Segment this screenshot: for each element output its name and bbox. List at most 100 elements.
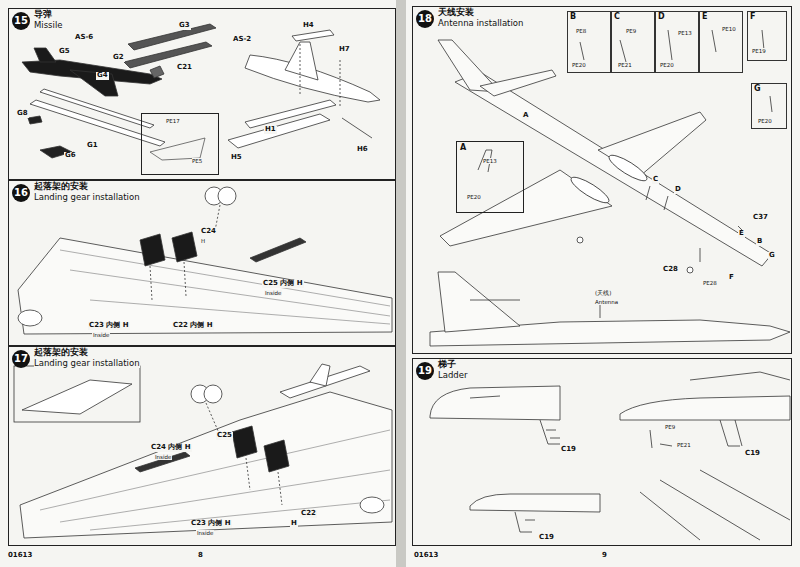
part-label: C24 bbox=[200, 228, 217, 236]
part-label: PE9 bbox=[664, 424, 676, 430]
page-footer: 01613 bbox=[414, 552, 438, 560]
ladder-drawing bbox=[515, 512, 535, 532]
part-label: C37 bbox=[752, 214, 769, 222]
part-number: PE13 bbox=[483, 158, 497, 164]
wing-drawing bbox=[14, 364, 392, 538]
missile-drawing bbox=[150, 66, 164, 78]
part-label: PE28 bbox=[702, 280, 718, 286]
part-number: PE20 bbox=[467, 194, 481, 200]
detail-letter: D bbox=[658, 13, 665, 22]
ladder-drawing bbox=[430, 372, 790, 540]
part-label: AS-6 bbox=[74, 34, 94, 42]
missile-drawing bbox=[245, 100, 336, 128]
detail-letter: A bbox=[460, 144, 466, 153]
bomber-drawing bbox=[606, 151, 650, 184]
detail-letter: E bbox=[702, 13, 707, 22]
part-label: A bbox=[522, 112, 529, 120]
wing-drawing bbox=[40, 430, 390, 530]
ladder-drawing bbox=[620, 396, 790, 420]
part-number: PE19 bbox=[752, 48, 766, 54]
part-label: G5 bbox=[58, 48, 71, 56]
bomber-drawing bbox=[440, 170, 612, 246]
page-footer: 01613 bbox=[8, 552, 32, 560]
missile-drawing bbox=[34, 48, 56, 62]
part-number: PE20 bbox=[660, 62, 674, 68]
part-label: G bbox=[768, 252, 776, 260]
part-label: D bbox=[674, 186, 682, 194]
page-footer: 9 bbox=[602, 552, 607, 560]
wing-drawing bbox=[150, 205, 220, 300]
detail-letter: C bbox=[614, 13, 620, 22]
page-footer: 8 bbox=[198, 552, 203, 560]
part-label: H bbox=[200, 238, 206, 244]
part-label: Inside bbox=[92, 332, 110, 338]
part-label: H7 bbox=[338, 46, 351, 54]
inset-box: PE17PE5 bbox=[141, 113, 219, 175]
missile-drawing bbox=[342, 118, 372, 138]
part-label: PE21 bbox=[676, 442, 692, 448]
part-label: G1 bbox=[86, 142, 99, 150]
step-title-zh: 起落架的安装 bbox=[34, 182, 88, 192]
part-label: Inside bbox=[154, 454, 172, 460]
part-label: C24 内侧 H bbox=[150, 444, 192, 452]
part-label: C bbox=[652, 176, 659, 184]
ladder-drawing bbox=[640, 470, 790, 540]
part-label: H5 bbox=[230, 154, 243, 162]
part-label: C25 内侧 H bbox=[262, 280, 304, 288]
part-label: C23 内侧 H bbox=[88, 322, 130, 330]
part-number: PE20 bbox=[572, 62, 586, 68]
part-label: G2 bbox=[112, 54, 125, 62]
detail-box: GPE20 bbox=[751, 83, 787, 129]
step-title-en: Missile bbox=[34, 21, 63, 30]
detail-box: DPE13PE20 bbox=[655, 11, 699, 73]
bomber-drawing bbox=[438, 272, 520, 332]
wing-drawing bbox=[18, 310, 42, 326]
part-label: Antenna bbox=[594, 299, 619, 305]
detail-box: EPE10 bbox=[699, 11, 743, 73]
bomber-drawing bbox=[568, 173, 612, 206]
part-label: C19 bbox=[538, 534, 555, 542]
step-number: 19 bbox=[416, 362, 434, 380]
step-title-en: Landing gear installation bbox=[34, 359, 140, 368]
part-label: C22 bbox=[300, 510, 317, 518]
part-label: B bbox=[756, 238, 763, 246]
part-label: AS-2 bbox=[232, 36, 252, 44]
step-title-en: Landing gear installation bbox=[34, 193, 140, 202]
part-label: Inside bbox=[196, 530, 214, 536]
missile-drawing bbox=[285, 42, 318, 80]
wing-drawing bbox=[60, 250, 390, 324]
missile-drawing bbox=[28, 116, 42, 124]
detail-letter: G bbox=[754, 85, 761, 94]
part-label: C21 bbox=[176, 64, 193, 72]
part-label: H4 bbox=[302, 22, 315, 30]
part-number: PE9 bbox=[626, 28, 636, 34]
bomber-drawing bbox=[580, 30, 772, 112]
wing-drawing bbox=[250, 238, 306, 262]
part-label: H bbox=[290, 520, 298, 528]
wing-drawing bbox=[140, 234, 165, 266]
part-number: PE8 bbox=[576, 28, 586, 34]
wing-drawing bbox=[18, 238, 392, 334]
wing-drawing bbox=[264, 440, 289, 472]
step-title-zh: 梯子 bbox=[438, 360, 456, 370]
wing-drawing bbox=[135, 452, 190, 472]
bomber-drawing bbox=[455, 72, 772, 266]
wing-drawing bbox=[22, 380, 132, 414]
step-number: 16 bbox=[12, 184, 30, 202]
wing-drawing bbox=[232, 426, 257, 458]
bomber-drawing bbox=[480, 70, 556, 96]
part-label: F bbox=[728, 274, 735, 282]
ladder-drawing bbox=[540, 420, 560, 444]
wing-drawing bbox=[20, 392, 392, 538]
part-label: C19 bbox=[744, 450, 761, 458]
bomber-drawing bbox=[687, 267, 693, 273]
wing-drawing bbox=[204, 385, 222, 403]
step-number: 15 bbox=[12, 12, 30, 30]
ladder-drawing bbox=[720, 420, 742, 446]
part-label: (天线) bbox=[594, 290, 612, 296]
part-label: C28 bbox=[662, 266, 679, 274]
bomber-drawing bbox=[646, 186, 744, 262]
step-number: 18 bbox=[416, 10, 434, 28]
ladder-drawing bbox=[470, 396, 500, 398]
